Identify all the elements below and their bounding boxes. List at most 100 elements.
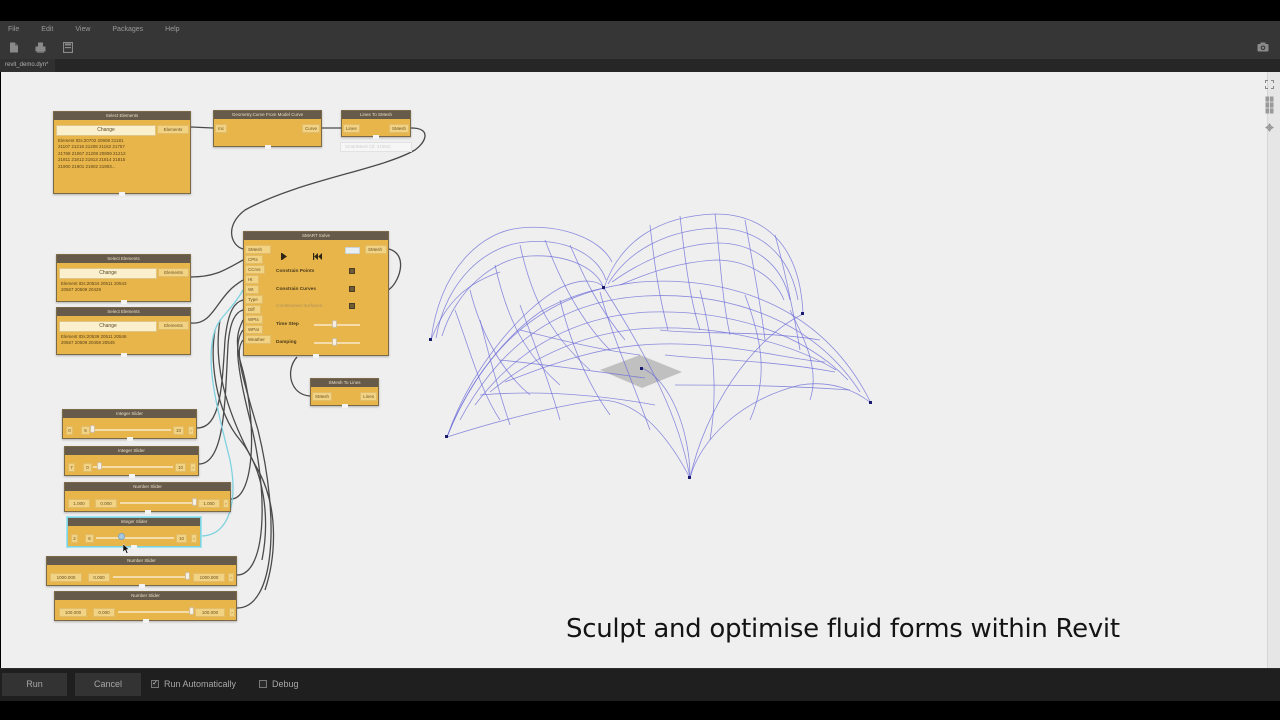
slider-min[interactable]: 2 [71, 534, 78, 543]
menu-help[interactable]: Help [165, 25, 180, 33]
smesh-to-lines-node[interactable]: SMesh To Lines SMesh Lines [310, 378, 379, 408]
new-file-icon[interactable] [9, 42, 19, 53]
screenshot-camera-icon[interactable] [1257, 42, 1269, 53]
constrained-surfaces-checkbox[interactable] [349, 303, 355, 309]
input-port-mc[interactable]: mc [215, 124, 227, 133]
slider-thumb[interactable] [90, 425, 95, 433]
slider-track[interactable] [96, 537, 174, 539]
input-port-wt[interactable]: Wt [245, 285, 259, 294]
time-step-slider-track[interactable] [314, 324, 360, 326]
pan-icon[interactable] [1265, 123, 1274, 132]
output-port-smesh[interactable]: SMesh [365, 245, 387, 254]
slider-track[interactable] [93, 466, 173, 468]
tab-revit-demo[interactable]: revit_demo.dyn* [0, 59, 55, 72]
chevron-right-icon[interactable]: › [223, 499, 229, 508]
slider-max[interactable]: 100.000 [195, 608, 225, 617]
input-port-lines[interactable]: Lines [343, 124, 360, 133]
output-port-curve[interactable]: Curve [301, 124, 320, 133]
menu-edit[interactable]: Edit [41, 25, 54, 33]
node-preview-bubble[interactable]: SmartMesh (id: 31584) [340, 142, 412, 152]
slider-value[interactable]: 6 [81, 426, 90, 435]
slider-max[interactable]: 10 [175, 463, 186, 472]
slider-value[interactable]: 0.000 [93, 608, 115, 617]
chevron-right-icon[interactable]: › [190, 463, 196, 472]
select-elements-node-1[interactable]: Select Elements Change Elements Element … [53, 111, 191, 196]
time-step-slider-thumb[interactable] [332, 320, 337, 328]
output-port-elements[interactable]: Elements [158, 268, 189, 277]
input-port-wpar[interactable]: WPar [245, 325, 263, 334]
number-slider-node-3[interactable]: Number Slider 100.000 0.000 100.000 › [54, 591, 237, 623]
chevron-right-icon[interactable]: › [229, 608, 235, 617]
change-button[interactable]: Change [59, 268, 157, 279]
constrain-points-checkbox[interactable] [349, 268, 355, 274]
input-port-diff[interactable]: Diff [245, 305, 261, 314]
run-automatically-checkbox[interactable]: ✓ [151, 680, 159, 688]
slider-track[interactable] [118, 611, 192, 613]
slider-min[interactable]: 1000.000 [50, 573, 82, 582]
chevron-right-icon[interactable]: › [228, 573, 234, 582]
slider-max[interactable]: 1.000 [198, 499, 220, 508]
slider-min[interactable]: 1.000 [68, 499, 90, 508]
input-port-type[interactable]: Type [245, 295, 263, 304]
open-folder-icon[interactable] [35, 42, 46, 53]
integer-slider-node-2[interactable]: Integer Slider 7 0 10 › [64, 446, 199, 478]
constrain-curves-checkbox[interactable] [349, 286, 355, 292]
change-button[interactable]: Change [59, 321, 157, 332]
input-port-cpts[interactable]: CPts [245, 255, 263, 264]
menu-view[interactable]: View [75, 25, 91, 33]
slider-track[interactable] [91, 429, 171, 431]
select-elements-node-3[interactable]: Select Elements Change Elements Element … [56, 307, 191, 357]
slider-track[interactable] [113, 576, 189, 578]
menu-packages[interactable]: Packages [112, 25, 144, 33]
input-port-wpts[interactable]: WPts [245, 315, 263, 324]
number-slider-node-1[interactable]: Number Slider 1.000 0.000 1.000 › [64, 482, 231, 514]
slider-min[interactable]: 7 [68, 463, 75, 472]
run-button[interactable]: Run [2, 673, 67, 696]
smart-solver-node[interactable]: SMART Solve SMesh CPts CCrvs Ht Wt Type … [243, 231, 389, 358]
play-icon[interactable] [281, 247, 288, 260]
slider-value[interactable]: 0.000 [95, 499, 117, 508]
slider-thumb[interactable] [192, 498, 197, 506]
input-port-smesh[interactable]: SMesh [312, 392, 333, 401]
input-port-ccrvs[interactable]: CCrvs [245, 265, 265, 274]
slider-thumb[interactable] [118, 533, 125, 540]
cancel-button[interactable]: Cancel [75, 673, 141, 696]
toggle-background-preview-icon[interactable] [1265, 96, 1274, 114]
debug-checkbox[interactable] [259, 680, 267, 688]
integer-slider-node-1[interactable]: Integer Slider 0 6 10 › [62, 409, 197, 441]
menu-file[interactable]: File [8, 25, 20, 33]
slider-thumb[interactable] [185, 572, 190, 580]
slider-value[interactable]: 6 [85, 534, 94, 543]
output-port-elements[interactable]: Elements [157, 125, 189, 134]
output-port-smesh[interactable]: SMesh [388, 124, 409, 133]
reset-toggle[interactable] [345, 247, 360, 254]
slider-min[interactable]: 0 [66, 426, 73, 435]
slider-max[interactable]: 1000.000 [193, 573, 225, 582]
number-slider-node-2[interactable]: Number Slider 1000.000 0.000 1000.000 › [46, 556, 237, 588]
chevron-right-icon[interactable]: › [191, 534, 197, 543]
zoom-to-fit-icon[interactable] [1265, 80, 1274, 89]
rewind-icon[interactable] [313, 247, 323, 260]
lines-to-smesh-node[interactable]: Lines To SMesh Lines SMesh [341, 110, 411, 139]
slider-value[interactable]: 0.000 [88, 573, 110, 582]
output-port-elements[interactable]: Elements [158, 321, 189, 330]
select-elements-node-2[interactable]: Select Elements Change Elements Element … [56, 254, 191, 304]
curve-from-model-curve-node[interactable]: Geometry.Curve From Model Curve mc Curve [213, 110, 322, 149]
damping-slider-thumb[interactable] [332, 338, 337, 346]
slider-max[interactable]: 10 [173, 426, 184, 435]
integer-slider-node-3[interactable]: Integer Slider 2 6 10 › [67, 517, 201, 549]
slider-track[interactable] [120, 502, 195, 504]
change-button[interactable]: Change [56, 125, 156, 136]
slider-min[interactable]: 100.000 [59, 608, 87, 617]
save-icon[interactable] [62, 41, 74, 54]
slider-value[interactable]: 0 [83, 463, 92, 472]
input-port-smesh[interactable]: SMesh [245, 245, 271, 254]
input-port-weather[interactable]: Weather [245, 335, 271, 344]
damping-slider-track[interactable] [314, 342, 360, 344]
input-port-ht[interactable]: Ht [245, 275, 259, 284]
slider-max[interactable]: 10 [176, 534, 187, 543]
chevron-right-icon[interactable]: › [188, 426, 194, 435]
slider-thumb[interactable] [97, 462, 102, 470]
slider-thumb[interactable] [189, 607, 194, 615]
output-port-lines[interactable]: Lines [360, 392, 377, 401]
